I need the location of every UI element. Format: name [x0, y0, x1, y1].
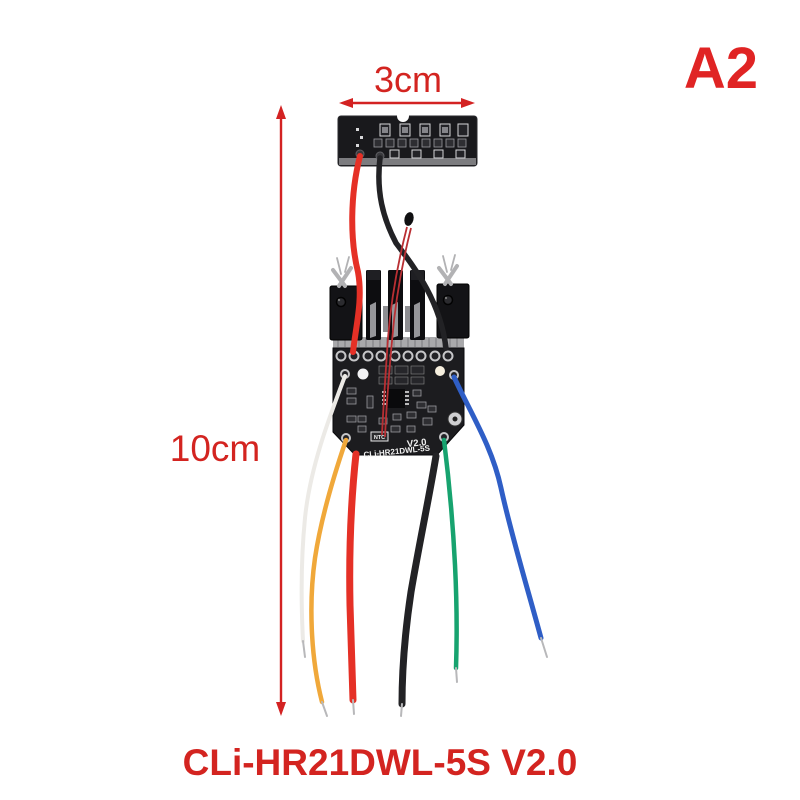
silkscreen-version-text: V2.0: [406, 437, 427, 450]
indicator-wire-red: [349, 153, 363, 355]
width-dimension-label: 3cm: [373, 59, 442, 100]
width-dimension-arrow: [339, 98, 475, 108]
large-pad: [447, 411, 463, 427]
wire-blue: [451, 374, 544, 641]
height-dimension-label: 10cm: [169, 428, 261, 469]
wing-contact-left: [331, 256, 353, 288]
indicator-smd-components: [356, 123, 469, 159]
ntc-marking: NTC: [370, 431, 389, 442]
ntc-label-text: NTC: [374, 435, 385, 441]
thermistor: [381, 212, 414, 438]
through-hole-row: [335, 350, 454, 362]
mounting-hole-left: [357, 368, 369, 380]
battery-terminals: [329, 254, 470, 348]
indicator-board: [337, 110, 478, 167]
height-dimension-arrow: [276, 105, 286, 716]
wire-red: [346, 450, 360, 704]
wing-contact-right: [437, 254, 459, 286]
thermistor-bead: [404, 212, 414, 226]
wire-green: [441, 437, 459, 671]
indicator-wire-black: [376, 155, 449, 351]
wire-black: [398, 452, 440, 708]
wire-yellow: [309, 437, 349, 705]
product-title: CLi-HR21DWL-5S V2.0: [182, 742, 578, 783]
mounting-hole-right: [435, 366, 445, 376]
wire-tips: [302, 637, 548, 717]
wire-white: [299, 374, 347, 643]
variant-label: A2: [683, 36, 759, 101]
smd-components: [346, 387, 437, 433]
